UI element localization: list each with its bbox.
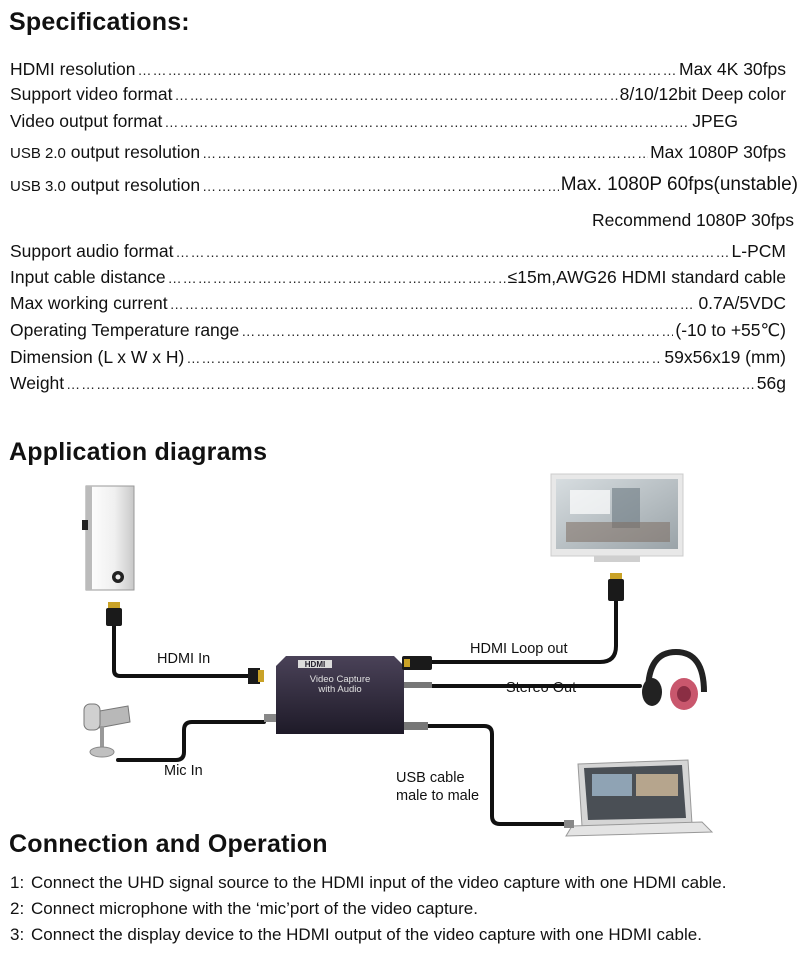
spec-value: 0.7A/5VDC — [698, 293, 786, 313]
microphone — [83, 703, 131, 758]
spec-value: Max 1080P 30fps — [650, 142, 786, 162]
leader-dots: …………………………………………………………………………………………………………… — [202, 179, 559, 194]
hdmi-plug-monitor — [608, 573, 624, 601]
label-usb-male-to-male: male to male — [396, 788, 479, 804]
spec-value: Max. 1080P 60fps(unstable) — [560, 174, 798, 195]
spec-value: Max 4K 30fps — [679, 59, 786, 79]
leader-dots: …………………………………………………………………………………………………………… — [167, 271, 506, 286]
spec-label: Operating Temperature range — [10, 320, 240, 340]
spec-row-audio-format: Support audio format …………………………………………………… — [10, 238, 786, 262]
leader-dots: …………………………………………………………………………………………………………… — [174, 88, 617, 103]
spec-label: Max working current — [10, 293, 168, 313]
mic-cable — [116, 720, 266, 762]
hdmi-loop-out-cable — [430, 596, 618, 664]
hdmi-plug-source — [106, 602, 122, 626]
spec-row-cable-distance: Input cable distance …………………………………………………… — [10, 264, 786, 288]
specifications-title: Specifications: — [9, 8, 190, 36]
spec-value: (-10 to +55℃) — [675, 320, 786, 340]
leader-dots: …………………………………………………………………………………………………………… — [66, 377, 755, 392]
spec-value: JPEG — [692, 111, 738, 131]
spec-value: 8/10/12bit Deep color — [619, 84, 786, 104]
usb-version: USB 2.0 — [10, 145, 66, 162]
spec-row-recommend: Recommend 1080P 30fps — [10, 207, 794, 231]
spec-label: Support video format — [10, 84, 173, 104]
step-number: 3: — [10, 925, 25, 944]
spec-row-working-current: Max working current ……………………………………………………… — [10, 290, 786, 314]
laptop — [564, 759, 714, 837]
spec-value: 56g — [756, 373, 786, 393]
spec-row-weight: Weight ………………………………………………………………………………………… — [10, 370, 786, 394]
cables — [112, 596, 642, 826]
application-title: Application diagrams — [9, 438, 268, 466]
step-text: Connect microphone with the ‘mic’port of… — [31, 899, 478, 918]
leader-dots: …………………………………………………………………………………………………………… — [164, 115, 690, 130]
step-number: 2: — [10, 899, 25, 918]
step-2: 2: Connect microphone with the ‘mic’port… — [10, 896, 795, 922]
spec-row-usb2: USB 2.0 output resolution ……………………………………… — [10, 139, 786, 163]
spec-label: Weight — [10, 373, 65, 393]
spec-label: HDMI resolution — [10, 59, 136, 79]
leader-dots: …………………………………………………………………………………………………………… — [169, 297, 697, 312]
spec-value: ≤15m,AWG26 HDMI standard cable — [507, 267, 786, 287]
leader-dots: …………………………………………………………………………………………………………… — [137, 63, 677, 78]
spec-value: L-PCM — [731, 241, 786, 261]
step-text: Connect the UHD signal source to the HDM… — [31, 873, 727, 892]
label-mic-in: Mic In — [164, 763, 203, 779]
step-text: Connect the display device to the HDMI o… — [31, 925, 702, 944]
leader-dots: …………………………………………………………………………………………………………… — [202, 146, 648, 161]
headphones — [642, 648, 707, 710]
connection-steps: 1: Connect the UHD signal source to the … — [10, 870, 795, 948]
hdmi-in-cable — [112, 623, 250, 678]
spec-label: Video output format — [10, 111, 163, 131]
spec-label: Input cable distance — [10, 267, 166, 287]
usb-cable — [426, 724, 570, 826]
leader-dots: …………………………………………………………………………………………………………… — [186, 351, 663, 366]
step-1: 1: Connect the UHD signal source to the … — [10, 870, 795, 896]
device-text-line2: with Audio — [317, 684, 361, 695]
spec-row-video-format: Support video format …………………………………………………… — [10, 81, 786, 105]
connection-title: Connection and Operation — [9, 830, 328, 858]
label-hdmi-loop-out: HDMI Loop out — [470, 641, 568, 657]
step-3: 3: Connect the display device to the HDM… — [10, 922, 795, 948]
label-usb-cable: USB cable — [396, 770, 465, 786]
application-diagram: HDMI Video Capture with Audio HDMI In HD… — [82, 473, 714, 837]
leader-dots: …………………………………………………………………………………………………………… — [175, 245, 730, 260]
spec-label: Support audio format — [10, 241, 174, 261]
spec-label: USB 3.0 output resolution — [10, 175, 201, 195]
step-number: 1: — [10, 873, 25, 892]
pc-tower — [82, 485, 135, 591]
device-text-line1: Video Capture — [310, 674, 371, 685]
spec-row-output-format: Video output format ……………………………………………………… — [10, 108, 786, 132]
spec-row-temperature: Operating Temperature range ………………………………… — [10, 317, 786, 341]
spec-label: USB 2.0 output resolution — [10, 142, 201, 162]
spec-value: 59x56x19 (mm) — [664, 347, 786, 367]
spec-value: Recommend 1080P 30fps — [591, 210, 794, 230]
label-stereo-out: Stereo Out — [506, 680, 576, 696]
spec-row-hdmi-resolution: HDMI resolution ………………………………………………………………… — [10, 56, 786, 80]
capture-device: HDMI Video Capture with Audio — [248, 656, 432, 734]
leader-dots: …………………………………………………………………………………………………………… — [241, 324, 674, 339]
spec-label: Dimension (L x W x H) — [10, 347, 185, 367]
spec-row-usb3: USB 3.0 output resolution ……………………………………… — [10, 172, 798, 196]
device-brand: HDMI — [305, 660, 325, 669]
label-hdmi-in: HDMI In — [157, 651, 210, 667]
monitor — [550, 473, 684, 562]
spec-row-dimension: Dimension (L x W x H) ………………………………………………… — [10, 344, 786, 368]
usb-version: USB 3.0 — [10, 178, 66, 195]
